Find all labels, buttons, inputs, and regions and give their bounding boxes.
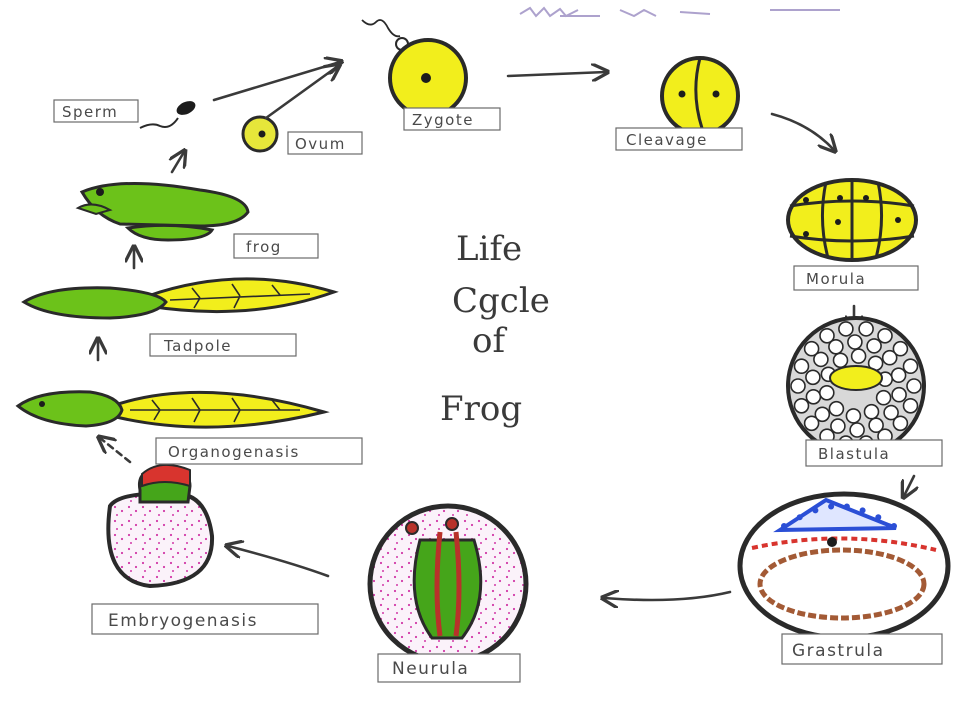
- gastrula-dot: [875, 514, 881, 520]
- embryogenesis-label: Embryogenasis: [108, 611, 258, 631]
- cleavage-figure: [662, 58, 738, 134]
- blastula-cell: [883, 351, 897, 365]
- title-line-3: of: [472, 321, 507, 361]
- blastula-cell: [869, 418, 883, 432]
- blastula-cell: [791, 379, 805, 393]
- morula-figure: [788, 180, 916, 260]
- blastula-cell: [820, 386, 834, 400]
- blastula-cell: [867, 339, 881, 353]
- blastula-cell: [814, 352, 828, 366]
- gastrula-figure: [740, 494, 948, 638]
- zygote-figure: [362, 20, 466, 116]
- blastula-cell: [795, 399, 809, 413]
- gastrula-label: Grastrula: [792, 641, 885, 661]
- organogenesis-label: Organogenasis: [168, 443, 300, 461]
- arrow-frog-to-sperm: [172, 152, 184, 172]
- blastula-cell: [865, 405, 879, 419]
- blastula-cell: [850, 423, 864, 437]
- arrow-sperm-to-zygote: [214, 62, 340, 100]
- blastula-cell: [852, 349, 866, 363]
- gastrula-dot: [828, 504, 834, 510]
- ovum-figure: [243, 117, 277, 151]
- blastula-cell: [829, 340, 843, 354]
- gastrula-dot: [860, 507, 866, 513]
- arrow-cleavage-to-morula: [772, 114, 834, 150]
- blastula-cell: [829, 402, 843, 416]
- title-line-1: Life: [456, 229, 522, 269]
- arrow-neurula-to-embryogenesis: [228, 546, 328, 576]
- zygote-label: Zygote: [412, 111, 474, 129]
- blastula-cell: [806, 370, 820, 384]
- ovum-label: Ovum: [295, 135, 346, 153]
- gastrula-dot: [797, 514, 803, 520]
- arrow-gastrula-to-neurula: [604, 592, 730, 600]
- blastula-cell: [859, 322, 873, 336]
- tadpole-figure: [24, 279, 334, 318]
- blastula-cell: [846, 409, 860, 423]
- organogenesis-figure: [18, 392, 324, 427]
- blastula-cell: [907, 379, 921, 393]
- neurula-label: Neurula: [392, 659, 469, 679]
- cleavage-label: Cleavage: [626, 131, 708, 149]
- blastula-cell: [904, 399, 918, 413]
- sperm-label: Sperm: [62, 103, 118, 121]
- diagram-title: Life Cgcle of Frog: [440, 229, 550, 429]
- tadpole-label: Tadpole: [163, 337, 232, 355]
- gastrula-dot: [844, 504, 850, 510]
- blastula-cell: [815, 407, 829, 421]
- blastula-cell: [878, 329, 892, 343]
- blastula-cell: [904, 359, 918, 373]
- title-line-4: Frog: [440, 389, 522, 429]
- arrow-zygote-to-cleavage: [508, 72, 606, 76]
- frog-label: frog: [246, 238, 282, 256]
- blastula-cell: [831, 419, 845, 433]
- blastula-cell: [848, 335, 862, 349]
- frog-figure: [78, 183, 248, 240]
- gastrula-dot: [812, 507, 818, 513]
- blastula-cell: [892, 368, 906, 382]
- blastula-label: Blastula: [818, 445, 890, 463]
- blastula-cell: [839, 322, 853, 336]
- neurula-figure: [370, 506, 526, 662]
- blastula-cell: [877, 391, 891, 405]
- gastrula-dot: [781, 523, 787, 529]
- blastula-cell: [834, 353, 848, 367]
- morula-label: Morula: [806, 270, 866, 288]
- arrow-blastula-to-gastrula: [904, 476, 914, 496]
- title-line-2: Cgcle: [452, 281, 550, 321]
- embryogenesis-figure: [108, 465, 212, 586]
- blastula-cell: [806, 390, 820, 404]
- blastula-cell: [884, 406, 898, 420]
- top-scribble: [520, 8, 840, 16]
- blastula-figure: [788, 318, 924, 454]
- sperm-figure: [140, 98, 198, 128]
- blastula-cell: [795, 359, 809, 373]
- gastrula-dot: [891, 523, 897, 529]
- arrow-embryogenesis-to-organogenesis: [100, 438, 130, 462]
- blastula-cell: [892, 388, 906, 402]
